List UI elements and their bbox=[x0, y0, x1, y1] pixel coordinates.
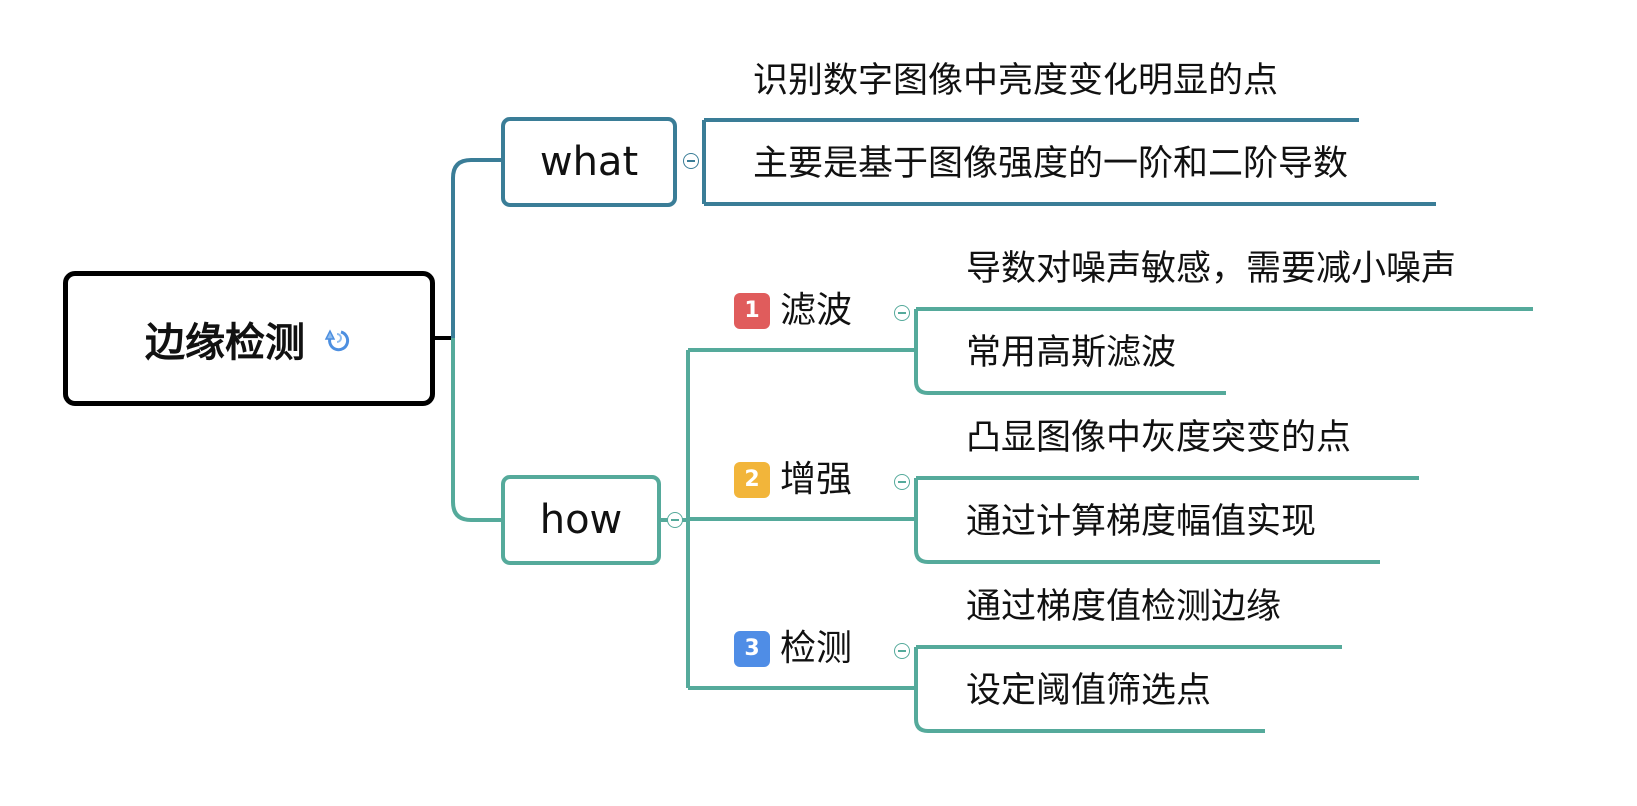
minus-icon bbox=[898, 650, 906, 652]
step-3-collapse-button[interactable] bbox=[894, 643, 910, 659]
step-3-leaf-1[interactable]: 通过梯度值检测边缘 bbox=[966, 587, 1282, 627]
what-leaf-2[interactable]: 主要是基于图像强度的一阶和二阶导数 bbox=[753, 144, 1349, 184]
step-2-leaf-bracket bbox=[914, 478, 1380, 564]
step-1-leaf-1[interactable]: 导数对噪声敏感，需要减小噪声 bbox=[966, 249, 1457, 289]
minus-icon bbox=[671, 519, 679, 521]
branch-how[interactable]: how bbox=[501, 475, 661, 565]
what-collapse-button[interactable] bbox=[683, 153, 699, 169]
step-1-leaf-bracket bbox=[914, 309, 1226, 395]
root-to-what-connector bbox=[451, 158, 501, 338]
step-3-label: 检测 bbox=[780, 628, 853, 669]
step-2-leaf-2[interactable]: 通过计算梯度幅值实现 bbox=[966, 502, 1317, 542]
step-2-collapse-button[interactable] bbox=[894, 474, 910, 490]
minus-icon bbox=[898, 312, 906, 314]
how-collapse-button[interactable] bbox=[667, 512, 683, 528]
root-to-how-connector bbox=[451, 338, 501, 522]
step-1-topic[interactable]: 1 滤波 bbox=[734, 293, 852, 329]
step-1-label: 滤波 bbox=[780, 290, 853, 331]
step-2-leaf-1[interactable]: 凸显图像中灰度突变的点 bbox=[966, 418, 1352, 458]
step-3-leaf-2[interactable]: 设定阈值筛选点 bbox=[966, 671, 1212, 711]
branch-what[interactable]: what bbox=[501, 117, 677, 207]
step-3-leaf-bracket bbox=[914, 647, 1265, 733]
step-2-topic[interactable]: 2 增强 bbox=[734, 462, 852, 498]
root-topic[interactable]: 边缘检测 bbox=[63, 271, 435, 406]
what-leaf-1[interactable]: 识别数字图像中亮度变化明显的点 bbox=[753, 61, 1279, 101]
minus-icon bbox=[898, 481, 906, 483]
step-2-label: 增强 bbox=[780, 459, 853, 500]
priority-2-badge: 2 bbox=[734, 462, 770, 498]
branch-how-label: how bbox=[539, 497, 623, 543]
redo-arrow-icon bbox=[321, 323, 353, 355]
branch-what-label: what bbox=[539, 139, 639, 185]
root-topic-label: 边缘检测 bbox=[145, 319, 305, 366]
priority-1-badge: 1 bbox=[734, 293, 770, 329]
step-1-collapse-button[interactable] bbox=[894, 305, 910, 321]
step-1-leaf-2[interactable]: 常用高斯滤波 bbox=[966, 333, 1177, 373]
step-3-topic[interactable]: 3 检测 bbox=[734, 631, 852, 667]
minus-icon bbox=[687, 160, 695, 162]
priority-3-badge: 3 bbox=[734, 631, 770, 667]
